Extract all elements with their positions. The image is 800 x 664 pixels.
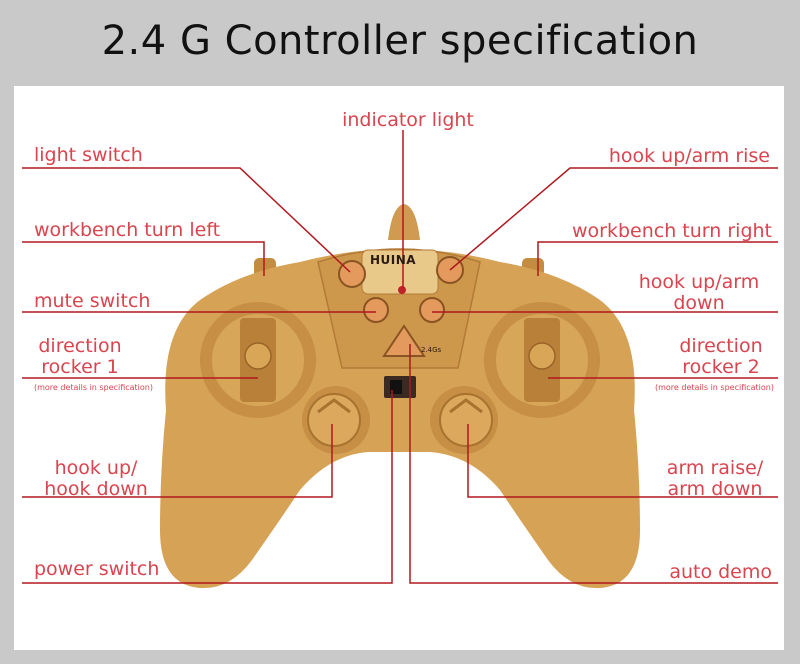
label-hook-up-arm-down-line2: down bbox=[673, 292, 725, 314]
label-auto-demo: auto demo bbox=[669, 561, 772, 583]
direction-rocker-1 bbox=[244, 342, 272, 370]
label-mute-switch: mute switch bbox=[34, 290, 151, 312]
label-power-switch: power switch bbox=[34, 558, 160, 580]
antenna-nub bbox=[388, 204, 420, 240]
label-direction-rocker-2: direction rocker 2 bbox=[668, 336, 774, 378]
note-direction-rocker-2: (more details in specification) bbox=[655, 383, 774, 392]
arm-raise-arm-down-button bbox=[439, 393, 493, 447]
frequency-mark: 2.4Gs bbox=[421, 346, 442, 354]
label-arm-raise-arm-down-line1: arm raise/ bbox=[666, 457, 764, 479]
right-lower-arrow-icon bbox=[449, 398, 483, 414]
label-direction-rocker-2-line2: rocker 2 bbox=[682, 356, 760, 378]
leader-hook-up-arm-rise bbox=[449, 167, 778, 271]
mute-switch-button bbox=[363, 297, 389, 323]
leader-lines bbox=[22, 130, 778, 584]
auto-demo-triangle-button bbox=[382, 324, 426, 357]
label-hook-up-arm-down-line1: hook up/arm bbox=[638, 271, 760, 293]
label-workbench-turn-left: workbench turn left bbox=[34, 219, 221, 241]
leader-hook-up-hook-down bbox=[22, 424, 333, 498]
label-light-switch: light switch bbox=[34, 144, 143, 166]
hook-up-arm-down-button bbox=[419, 297, 445, 323]
label-hook-up-hook-down: hook up/ hook down bbox=[32, 458, 160, 500]
label-arm-raise-arm-down: arm raise/ arm down bbox=[656, 458, 774, 500]
label-direction-rocker-1-line2: rocker 1 bbox=[41, 356, 119, 378]
label-hook-up-arm-down: hook up/arm down bbox=[624, 272, 774, 314]
left-lower-arrow-icon bbox=[317, 398, 351, 414]
hook-up-hook-down-button bbox=[307, 393, 361, 447]
label-direction-rocker-1: direction rocker 1 bbox=[30, 336, 130, 378]
label-indicator-light: indicator light bbox=[342, 109, 474, 131]
label-hook-up-hook-down-line2: hook down bbox=[44, 478, 148, 500]
brand-logo: HUINA bbox=[370, 253, 417, 267]
label-direction-rocker-2-line1: direction bbox=[679, 335, 763, 357]
leader-power-switch bbox=[22, 390, 393, 584]
page-title: 2.4 G Controller specification bbox=[101, 18, 699, 64]
indicator-light bbox=[398, 286, 406, 294]
leader-workbench-turn-left bbox=[22, 241, 265, 276]
leader-arm-raise-arm-down bbox=[467, 424, 778, 498]
power-switch-knob bbox=[390, 380, 402, 394]
label-hook-up-hook-down-line1: hook up/ bbox=[54, 457, 138, 479]
label-arm-raise-arm-down-line2: arm down bbox=[667, 478, 763, 500]
direction-rocker-2 bbox=[528, 342, 556, 370]
label-direction-rocker-1-line1: direction bbox=[38, 335, 122, 357]
leader-light-switch bbox=[22, 167, 351, 273]
note-direction-rocker-1: (more details in specification) bbox=[34, 383, 153, 392]
leader-workbench-turn-right bbox=[537, 241, 778, 276]
leader-auto-demo bbox=[409, 344, 778, 584]
label-hook-up-arm-rise: hook up/arm rise bbox=[608, 145, 770, 167]
label-workbench-turn-right: workbench turn right bbox=[572, 220, 772, 242]
